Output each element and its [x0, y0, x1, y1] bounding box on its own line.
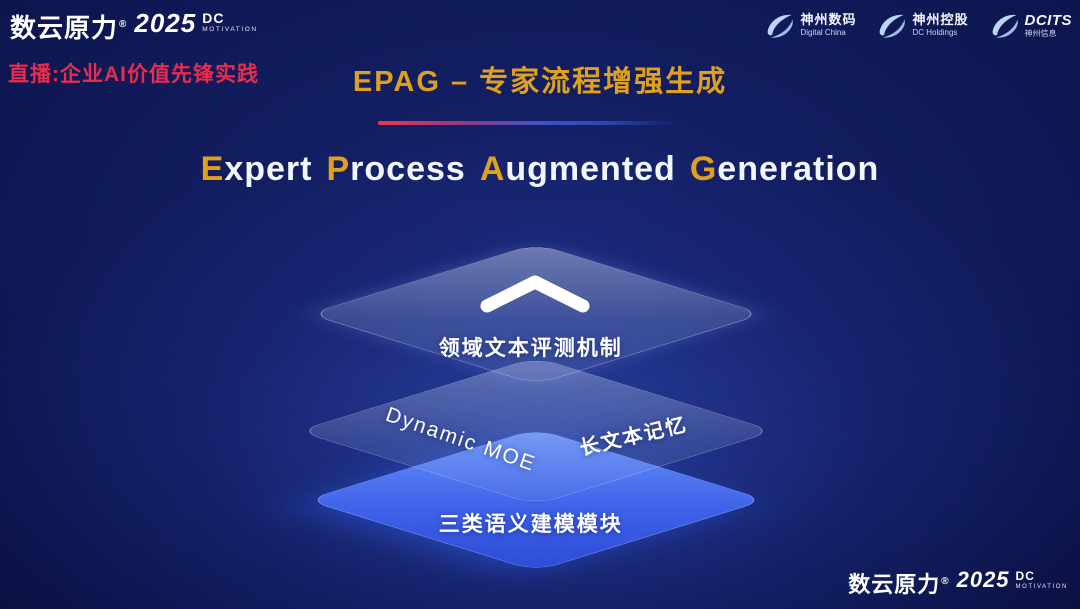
bottom-layer-label: 三类语义建模模块 — [438, 513, 623, 536]
subtitle-word: Expert — [200, 150, 313, 188]
subtitle-word: Process — [326, 150, 466, 188]
partner-text: 神州控股 DC Holdings — [912, 11, 969, 37]
brand-logo-top-left: 数云原力® 2025 DC MOTIVATION — [10, 8, 258, 45]
partner-logo-digital-china: 神州数码 Digital China — [764, 10, 856, 40]
partner-name-cn: 神州控股 — [912, 11, 969, 27]
top-layer-label: 领域文本评测机制 — [438, 337, 623, 360]
brand-logo-bottom-right: 数云原力® 2025 DC MOTIVATION — [848, 567, 1068, 599]
brand-name: 数云原力® — [10, 13, 128, 43]
brand-dc-block: DC MOTIVATION — [1016, 570, 1068, 590]
live-stream-label: 直播:企业AI价值先锋实践 — [8, 63, 259, 86]
subtitle-word: Generation — [689, 150, 880, 188]
page-title: EPAG – 专家流程增强生成 — [352, 66, 728, 98]
gradient-divider — [378, 121, 673, 125]
partner-name-en: DC Holdings — [912, 27, 958, 37]
brand-name: 数云原力® — [848, 572, 950, 597]
swoosh-icon — [880, 14, 906, 38]
brand-motivation: MOTIVATION — [202, 26, 258, 33]
brand-year: 2025 — [956, 567, 1010, 592]
brand-dc: DC — [202, 10, 225, 26]
partner-logo-dc-holdings: 神州控股 DC Holdings — [876, 10, 968, 40]
partner-logo-dcits: DCITS 神州信息 — [989, 10, 1073, 40]
brand-dc: DC — [1015, 569, 1035, 583]
partner-text: 神州数码 Digital China — [800, 11, 857, 37]
brand-motivation: MOTIVATION — [1015, 584, 1068, 590]
partner-name-cn: DCITS — [1024, 11, 1072, 29]
subtitle-word: Augmented — [479, 150, 676, 188]
registered-mark: ® — [119, 19, 128, 31]
registered-mark: ® — [941, 575, 950, 587]
partner-name-en: Digital China — [800, 27, 846, 37]
subtitle-expert-process-augmented-generation: Expert Process Augmented Generation — [0, 150, 1080, 189]
partner-logos: 神州数码 Digital China 神州控股 DC Holdings DCIT… — [764, 10, 1072, 40]
partner-name-cn: 神州数码 — [800, 11, 857, 27]
swoosh-icon — [992, 14, 1018, 38]
partner-name-en: 神州信息 — [1024, 29, 1057, 39]
brand-dc-block: DC MOTIVATION — [202, 11, 257, 34]
chevron-up-icon — [473, 270, 597, 321]
brand-year: 2025 — [134, 8, 197, 38]
partner-text: DCITS 神州信息 — [1025, 12, 1073, 38]
swoosh-icon — [768, 14, 794, 38]
